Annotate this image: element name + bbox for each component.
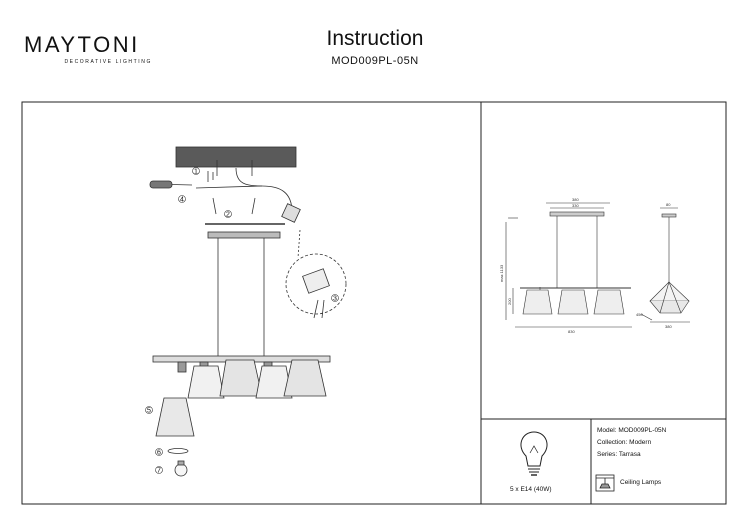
step-markers: 1 2 3 4 5 6 7 (145, 167, 339, 475)
step-number: 6 (157, 450, 161, 457)
side-dimension-view (640, 207, 690, 323)
step-number: 1 (194, 169, 198, 176)
ceiling-lamp-icon (595, 474, 615, 492)
brand-tagline: DECORATIVE LIGHTING (64, 59, 152, 65)
bulb-spec-icon (520, 431, 548, 476)
sheet-border (21, 101, 727, 505)
model-code: MOD009PL-05N (331, 55, 419, 67)
lamp-shade (187, 365, 225, 399)
bulb-icon (174, 463, 188, 477)
spec-type: Ceiling Lamps (620, 479, 662, 486)
ceiling-block (175, 146, 297, 168)
step-number: 2 (226, 212, 230, 219)
screwdriver-icon (149, 180, 173, 189)
dim-side-depth: 450 (636, 312, 643, 317)
assembly-drawing (149, 146, 347, 477)
lamp-shade (283, 359, 327, 397)
spec-model: Model: MOD009PL-05N (597, 427, 667, 434)
dim-side-top-width: 80 (666, 202, 671, 207)
step-number: 4 (180, 197, 184, 204)
brand-name: MAYTONI (24, 32, 140, 57)
spec-collection: Collection: Modern (597, 439, 652, 446)
spec-series: Series: Tarrasa (597, 451, 641, 458)
connector-detail (302, 268, 330, 294)
terminal-block (281, 203, 301, 223)
dim-total-width: 830 (568, 329, 575, 334)
dim-shade-height: 200 (507, 298, 512, 305)
dim-total-height: max 1133 (499, 264, 504, 282)
step-number: 7 (157, 468, 161, 475)
bulb-spec: 5 x E14 (40W) (510, 486, 552, 493)
step-number: 5 (147, 408, 151, 415)
brand-logo: MAYTONI DECORATIVE LIGHTING (24, 32, 154, 66)
lamp-shade (219, 359, 263, 397)
detail-magnifier (285, 253, 347, 315)
canopy-plate (207, 231, 281, 239)
lamp-shade (255, 365, 293, 399)
step-number: 3 (333, 296, 337, 303)
front-dimension-view (505, 202, 632, 328)
dim-top-inner: 330 (572, 203, 579, 208)
dim-top-width: 380 (572, 197, 579, 202)
detached-shade (155, 397, 195, 437)
page-title: Instruction (326, 27, 424, 50)
dim-side-width: 380 (665, 324, 672, 329)
